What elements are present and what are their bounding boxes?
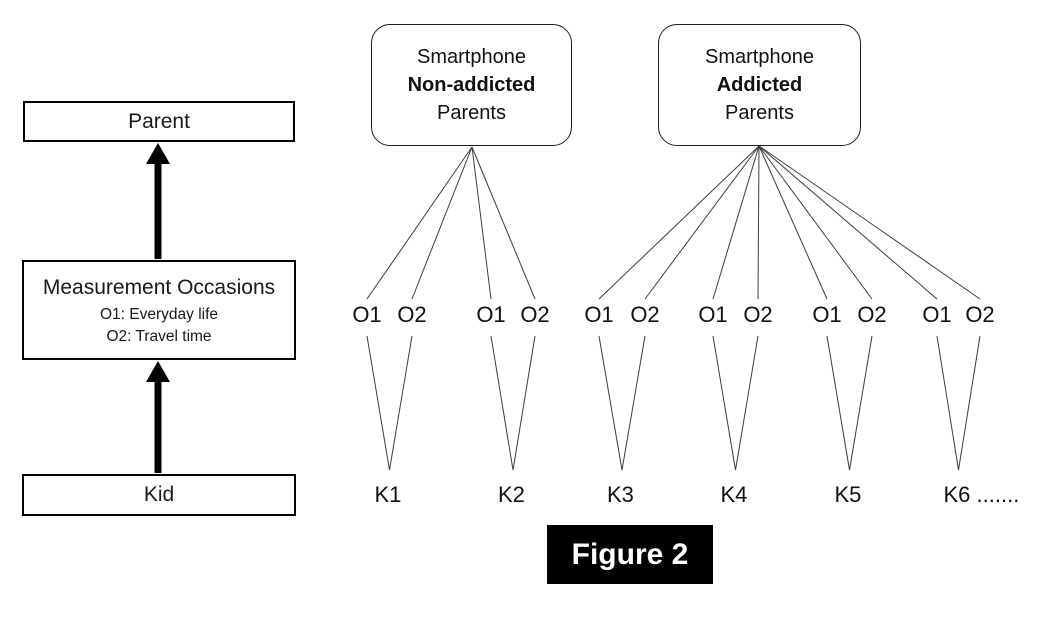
- kid-label-text: K4: [720, 482, 748, 507]
- fan-line: [411, 146, 473, 300]
- measurement-occasions-title: Measurement Occasions: [42, 276, 276, 299]
- occasion-label-K5-O1: O1: [812, 302, 842, 327]
- kid-label-text: K3: [607, 482, 634, 507]
- kid-label-K3: K3: [607, 482, 634, 508]
- occasion-label-K2-O1: O1: [476, 302, 506, 327]
- smartphone-addicted-parents-title-line-2: Addicted: [716, 74, 803, 96]
- occasion-label-K1-O1: O1: [352, 302, 382, 327]
- kid-label-K5: K5: [835, 482, 862, 508]
- kid-box: Kid: [22, 474, 296, 516]
- kid-label-ellipsis: .......: [970, 482, 1020, 507]
- occasion-label-K6-O1: O1: [922, 302, 952, 327]
- smartphone-non-addicted-parents-title-line-2: Non-addicted: [407, 74, 536, 96]
- occasion-label-K3-O2: O2: [630, 302, 660, 327]
- occasion-item-travel-time: O2: Travel time: [106, 328, 212, 345]
- fan-line: [758, 145, 828, 300]
- occasion-label-K6-O2: O2: [965, 302, 995, 327]
- fan-line: [644, 145, 760, 300]
- occasion-label-K3-O1: O1: [584, 302, 614, 327]
- kid-label-K4: K4: [721, 482, 748, 508]
- v-line: [735, 335, 759, 471]
- kid-label-text: K6: [943, 482, 971, 507]
- v-line: [490, 335, 514, 471]
- fan-line: [471, 146, 492, 300]
- occasion-label-K1-O2: O2: [397, 302, 427, 327]
- fan-line: [757, 145, 760, 300]
- parent-box-label: Parent: [128, 109, 190, 133]
- fan-line: [598, 145, 760, 300]
- fan-line: [758, 145, 981, 300]
- smartphone-addicted-parents-title-line-1: Smartphone: [705, 46, 814, 68]
- smartphone-addicted-parents-title-line-3: Parents: [725, 102, 794, 124]
- occasion-label-K5-O2: O2: [857, 302, 887, 327]
- v-line: [389, 335, 413, 471]
- occasion-label-K2-O2: O2: [520, 302, 550, 327]
- fan-line: [471, 146, 536, 300]
- arrow-head-1: [146, 143, 170, 164]
- fan-line: [758, 145, 938, 300]
- v-line: [936, 335, 959, 471]
- fan-line: [712, 145, 760, 300]
- smartphone-non-addicted-parents-title-line-3: Parents: [437, 102, 506, 124]
- kid-label-K2: K2: [498, 482, 525, 508]
- fan-line: [758, 145, 873, 300]
- figure-caption: Figure 2: [547, 525, 713, 584]
- kid-label-text: K1: [374, 482, 402, 507]
- v-line: [826, 335, 850, 471]
- figure-caption-text: Figure 2: [571, 537, 689, 571]
- occasion-item-everyday-life: O1: Everyday life: [99, 306, 219, 323]
- arrow-head-2: [146, 361, 170, 382]
- kid-label-text: K5: [834, 482, 862, 507]
- v-line: [958, 335, 981, 471]
- measurement-occasions-box: Measurement Occasions O1: Everyday life …: [22, 260, 296, 360]
- fan-line: [366, 146, 473, 300]
- v-line: [512, 335, 536, 471]
- kid-box-label: Kid: [143, 483, 175, 506]
- occasion-label-K4-O2: O2: [743, 302, 773, 327]
- occasion-label-K4-O1: O1: [698, 302, 728, 327]
- kid-label-K1: K1: [375, 482, 402, 508]
- v-line: [366, 335, 390, 471]
- v-line: [712, 335, 736, 471]
- v-line: [598, 335, 623, 471]
- parent-box: Parent: [23, 101, 295, 142]
- v-line: [621, 335, 646, 471]
- smartphone-non-addicted-parents-title-line-1: Smartphone: [417, 46, 526, 68]
- kid-label-K6: K6 .......: [944, 482, 1020, 508]
- v-line: [849, 335, 873, 471]
- kid-label-text: K2: [498, 482, 525, 507]
